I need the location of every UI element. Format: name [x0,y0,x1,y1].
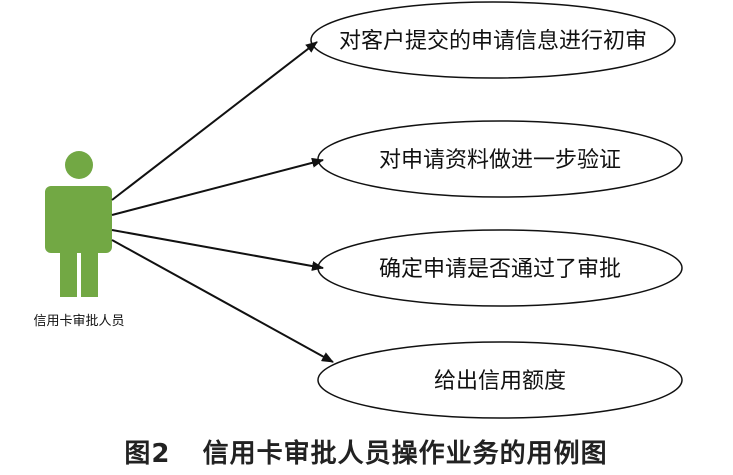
use-case-ellipse [317,229,683,307]
actor-right-leg [81,245,98,297]
actor-body [45,186,112,253]
use-case-ellipse [317,341,683,419]
association-arrow-3 [111,229,324,271]
association-arrow-1 [111,41,318,201]
use-case-label: 确定申请是否通过了审批 [379,257,621,282]
actor-left-leg [60,245,77,297]
actor-head [65,151,93,179]
figure-number: 图2 [124,439,170,469]
use-case-1: 对客户提交的申请信息进行初审 [310,1,676,79]
actor-label: 信用卡审批人员 [33,314,124,329]
use-case-ellipse [317,120,683,198]
use-case-2: 对申请资料做进一步验证 [317,120,683,198]
use-case-3: 确定申请是否通过了审批 [317,229,683,307]
association-arrow-4 [111,239,334,363]
use-case-label: 对申请资料做进一步验证 [379,148,621,173]
actor-figure [45,151,112,297]
association-arrow-2 [111,157,324,216]
use-case-label: 对客户提交的申请信息进行初审 [339,29,647,54]
figure-caption: 图2 信用卡审批人员操作业务的用例图 [124,438,607,469]
use-case-ellipse [310,1,676,79]
use-case-4: 给出信用额度 [317,341,683,419]
use-case-label: 给出信用额度 [434,369,566,394]
figure-title: 信用卡审批人员操作业务的用例图 [203,438,608,469]
